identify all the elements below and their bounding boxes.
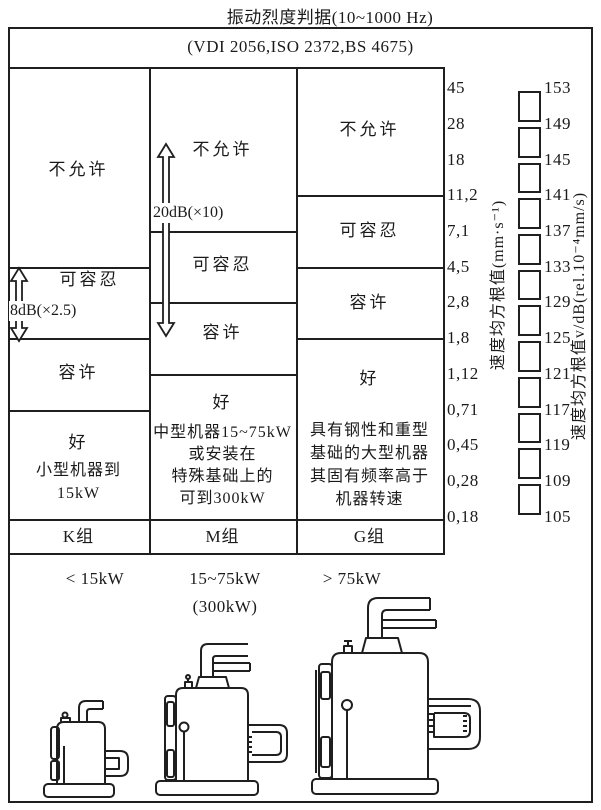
zone-g-good-desc-line1: 具有钢性和重型: [309, 422, 429, 439]
zone-m-not-allowed: 不允许: [192, 140, 253, 159]
zone-g-good: 好: [359, 369, 380, 388]
grid-line-divider-k-m: [149, 67, 151, 555]
db-scale-segment: [518, 163, 541, 193]
db-tick: 125: [544, 328, 571, 347]
db-tick: 153: [544, 78, 571, 97]
db-scale-segment: [518, 234, 541, 265]
grid-line-k-4-5: [8, 267, 149, 269]
db-tick: 117: [544, 400, 571, 419]
zone-g-good-desc-line4: 机器转速: [335, 491, 404, 508]
zone-g-not-allowed: 不允许: [339, 120, 400, 139]
db-scale-segment: [518, 270, 541, 300]
machine-large-icon: [311, 597, 481, 795]
velocity-tick: 2,8: [447, 292, 470, 311]
velocity-tick: 0,71: [447, 400, 479, 419]
zone-m-good-desc-line4: 可到300kW: [179, 490, 266, 507]
grid-line-footer-top: [8, 519, 445, 521]
power-label-m: 15~75kW: [189, 569, 261, 588]
grid-line-k-0-71: [8, 410, 149, 412]
zone-g-good-desc: 具有钢性和重型 基础的大型机器 其固有频率高于 机器转速: [296, 419, 443, 511]
grid-line-m-1-12: [149, 374, 296, 376]
grid-line-divider-g-scale: [443, 67, 445, 555]
grid-line-g-11-2: [296, 195, 443, 197]
db-scale-segment: [518, 91, 541, 122]
grid-line-divider-m-g: [296, 67, 298, 555]
zone-m-good-desc: 中型机器15~75kW 或安装在 特殊基础上的 可到300kW: [149, 422, 296, 510]
group-cell-g: G组: [353, 527, 386, 546]
grid-line-k-1-8: [8, 338, 149, 340]
zone-k-tolerable: 可容忍: [59, 270, 120, 289]
range-arrow-m-label: 20dB(×10): [152, 203, 225, 223]
velocity-tick: 18: [447, 150, 465, 169]
zone-k-allowable: 容许: [58, 363, 99, 382]
outer-frame: [8, 27, 593, 803]
velocity-tick: 0,28: [447, 471, 479, 490]
power-label-k: < 15kW: [65, 569, 125, 588]
zone-g-tolerable: 可容忍: [339, 221, 400, 240]
velocity-tick: 4,5: [447, 257, 470, 276]
figure-title: 振动烈度判据(10~1000 Hz): [226, 8, 434, 27]
db-scale-segment: [518, 377, 541, 408]
zone-g-allowable: 容许: [349, 293, 390, 312]
db-tick: 149: [544, 114, 571, 133]
zone-k-good: 好: [68, 433, 89, 452]
grid-line-header-bottom: [8, 67, 445, 69]
velocity-tick: 28: [447, 114, 465, 133]
zone-k-good-desc-line2: 15kW: [56, 485, 101, 502]
db-tick: 129: [544, 292, 571, 311]
velocity-tick: 7,1: [447, 221, 470, 240]
range-arrow-k-label: 8dB(×2.5): [9, 301, 78, 321]
axis-label-velocity: 速度均方根值(mm·s⁻¹): [490, 199, 507, 371]
group-cell-m: M组: [205, 527, 240, 546]
db-scale-segment: [518, 413, 541, 443]
db-scale-segment: [518, 198, 541, 229]
grid-line-footer-bottom: [8, 553, 445, 555]
zone-k-good-desc: 小型机器到 15kW: [8, 459, 149, 505]
db-scale-segment: [518, 341, 541, 372]
db-scale-segment: [518, 448, 541, 479]
zone-m-good-desc-line1: 中型机器15~75kW: [153, 424, 292, 441]
velocity-tick: 11,2: [447, 185, 479, 204]
db-tick: 141: [544, 185, 571, 204]
grid-line-m-7-1: [149, 231, 296, 233]
db-tick: 109: [544, 471, 571, 490]
zone-k-not-allowed: 不允许: [48, 160, 109, 179]
power-label-g: > 75kW: [322, 569, 382, 588]
zone-k-good-desc-line1: 小型机器到: [35, 462, 121, 479]
zone-m-allowable: 容许: [202, 323, 243, 342]
zone-m-good: 好: [212, 393, 233, 412]
velocity-tick: 1,8: [447, 328, 470, 347]
velocity-tick: 0,18: [447, 507, 479, 526]
zone-m-good-desc-line2: 或安装在: [188, 446, 257, 463]
zone-m-tolerable: 可容忍: [192, 255, 253, 274]
velocity-tick: 1,12: [447, 364, 479, 383]
machine-small-icon: [43, 700, 129, 798]
db-tick: 119: [544, 435, 571, 454]
db-tick: 105: [544, 507, 571, 526]
db-scale-segment: [518, 127, 541, 158]
zone-g-good-desc-line2: 基础的大型机器: [309, 445, 429, 462]
db-tick: 137: [544, 221, 571, 240]
power-label-m-alt: (300kW): [192, 597, 258, 616]
velocity-tick: 0,45: [447, 435, 479, 454]
db-tick: 121: [544, 364, 571, 383]
db-scale-segment: [518, 305, 541, 336]
grid-line-g-4-5: [296, 267, 443, 269]
db-scale-segment: [518, 484, 541, 515]
velocity-tick: 45: [447, 78, 465, 97]
range-arrow-m-icon: [156, 142, 176, 338]
grid-line-g-1-8: [296, 338, 443, 340]
db-tick: 145: [544, 150, 571, 169]
standards-header: (VDI 2056,ISO 2372,BS 4675): [187, 37, 414, 56]
zone-m-good-desc-line3: 特殊基础上的: [171, 468, 274, 485]
axis-label-db: 速度均方根值v/dB(rel.10⁻⁴mm/s): [571, 191, 588, 441]
grid-line-m-2-8: [149, 302, 296, 304]
machine-medium-icon: [155, 643, 288, 796]
group-cell-k: K组: [62, 527, 95, 546]
zone-g-good-desc-line3: 其固有频率高于: [309, 468, 429, 485]
db-tick: 133: [544, 257, 571, 276]
